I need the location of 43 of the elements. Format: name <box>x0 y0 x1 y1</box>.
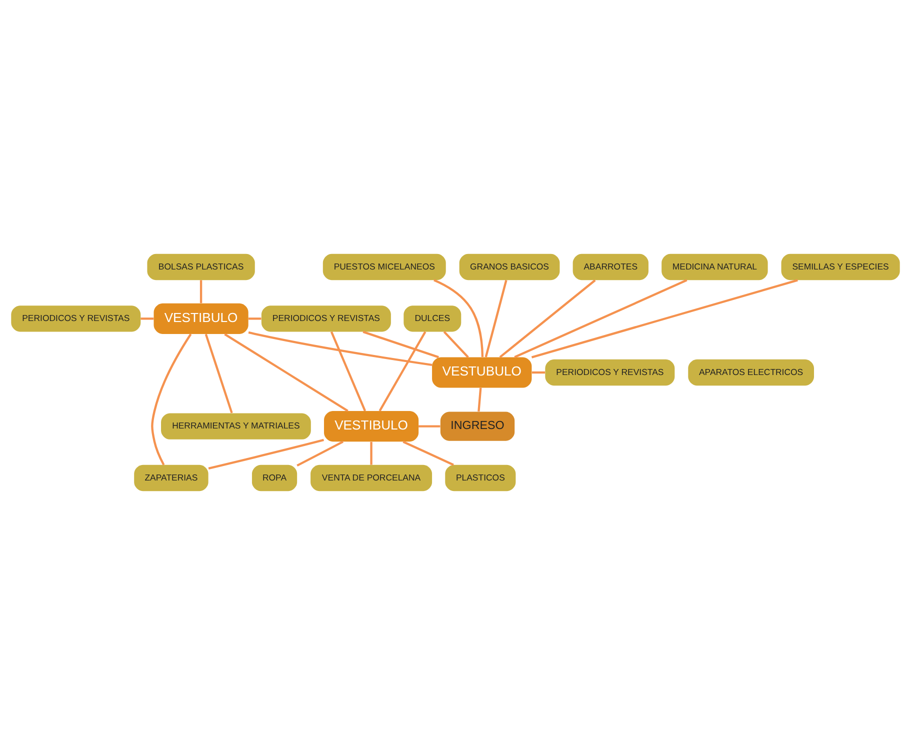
connector <box>362 330 439 358</box>
connector <box>402 440 454 466</box>
connector <box>330 330 366 411</box>
connector <box>478 387 482 412</box>
node-box: ROPA <box>252 464 298 491</box>
node-box: PLASTICOS <box>445 464 516 491</box>
connector <box>531 278 798 358</box>
node-box: HERRAMIENTAS Y MATRIALES <box>161 412 311 439</box>
node-box: SEMILLAS Y ESPECIES <box>781 253 900 280</box>
node-box: APARATOS ELECTRICOS <box>688 358 814 386</box>
node-box: ABARROTES <box>572 253 648 280</box>
connector <box>418 424 440 427</box>
connector <box>248 330 432 366</box>
node-box: PERIODICOS Y REVISTAS <box>545 358 675 386</box>
node-box: GRANOS BASICOS <box>459 253 560 280</box>
node-box: VESTUBULO <box>432 356 532 388</box>
connector <box>532 370 545 374</box>
connector <box>140 317 154 320</box>
node-box: VESTIBULO <box>154 302 248 334</box>
connector <box>204 333 233 413</box>
connector <box>224 332 348 412</box>
node-box: PERIODICOS Y REVISTAS <box>11 305 141 332</box>
connector <box>296 440 344 466</box>
connector <box>248 317 262 320</box>
node-box: VENTA DE PORCELANA <box>310 464 432 491</box>
node-box: PERIODICOS Y REVISTAS <box>261 305 391 332</box>
node-box: ZAPATERIAS <box>134 464 208 491</box>
connector <box>370 441 372 464</box>
node-box: PUESTOS MICELANEOS <box>322 253 446 280</box>
connector <box>200 280 202 303</box>
node-box: DULCES <box>404 305 462 332</box>
node-box: INGRESO <box>440 411 515 440</box>
connector <box>499 278 596 358</box>
connector <box>208 438 324 469</box>
node-box: VESTIBULO <box>324 410 419 442</box>
connector <box>378 330 426 411</box>
node-box: MEDICINA NATURAL <box>662 253 768 280</box>
node-box: BOLSAS PLASTICAS <box>147 253 255 280</box>
connector <box>443 330 469 358</box>
connector <box>434 278 484 357</box>
connector <box>514 278 688 358</box>
connector <box>484 279 508 357</box>
connector <box>151 333 192 465</box>
